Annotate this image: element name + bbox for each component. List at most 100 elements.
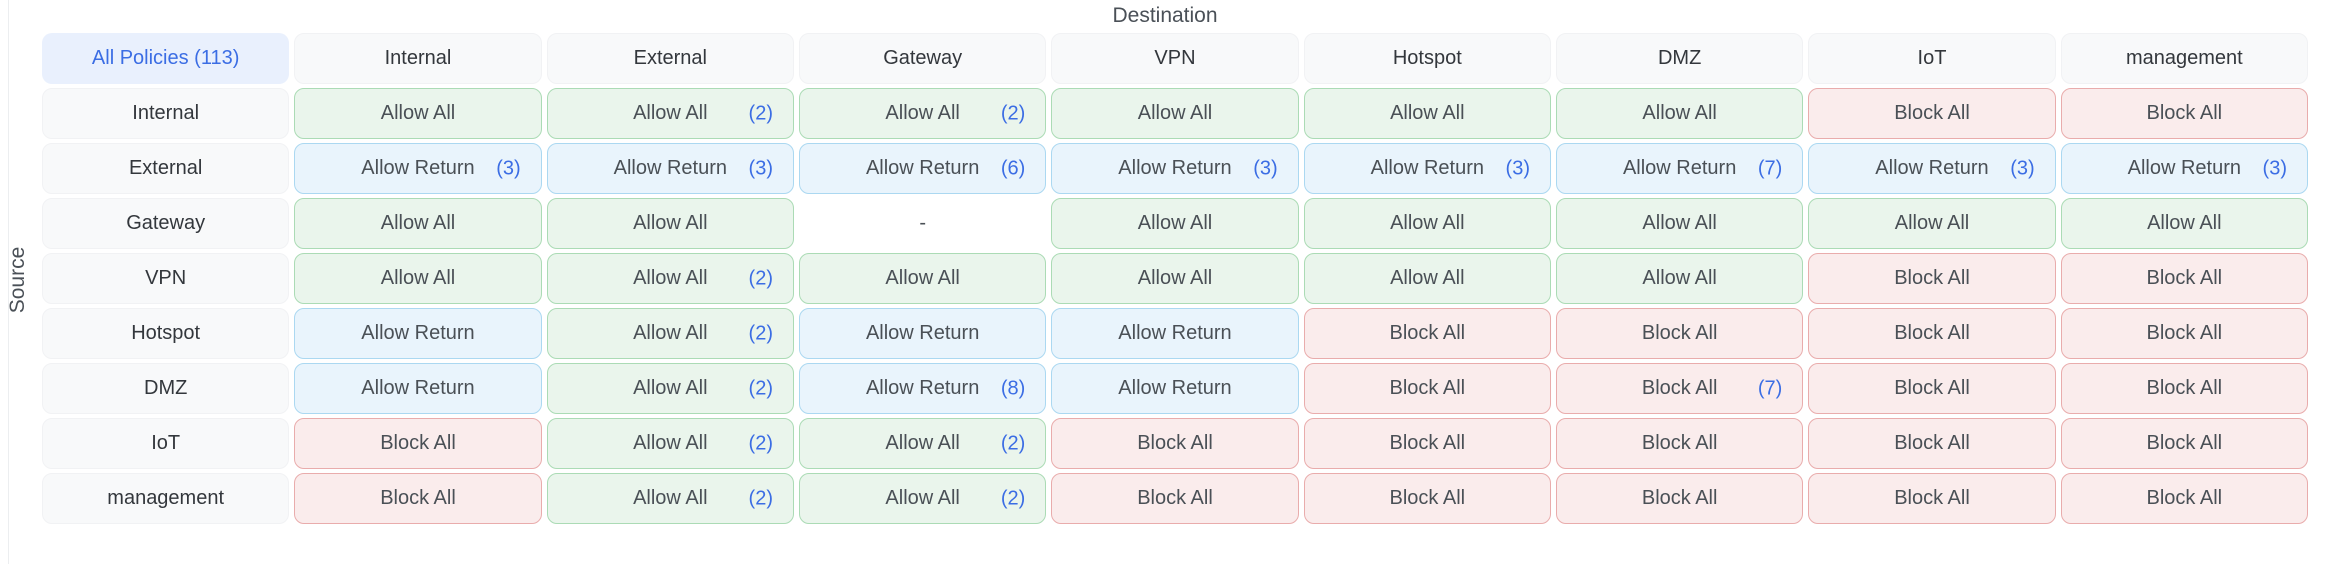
cell-dmz-to-external[interactable]: Allow All(2) — [546, 363, 794, 414]
cell-iot-to-management[interactable]: Block All — [2060, 418, 2308, 469]
cell-policy-label: Allow All — [633, 487, 708, 509]
cell-iot-to-vpn[interactable]: Block All — [1051, 418, 1299, 469]
cell-gateway-to-management[interactable]: Allow All — [2060, 198, 2308, 249]
cell-policy-label: Allow All — [633, 212, 708, 234]
cell-vpn-to-management[interactable]: Block All — [2060, 253, 2308, 304]
cell-external-to-gateway[interactable]: Allow Return(6) — [798, 143, 1047, 194]
cell-internal-to-dmz[interactable]: Allow All — [1555, 88, 1804, 139]
cell-policy-label: Allow All — [633, 322, 708, 344]
cell-policy-label: Allow All — [1642, 212, 1717, 234]
cell-vpn-to-external[interactable]: Allow All(2) — [546, 253, 794, 304]
cell-vpn-to-iot[interactable]: Block All — [1808, 253, 2056, 304]
cell-policy-label: Block All — [2146, 377, 2223, 399]
cell-external-to-iot[interactable]: Allow Return (3) — [1808, 143, 2056, 194]
cell-hotspot-to-iot[interactable]: Block All — [1808, 308, 2056, 359]
cell-dmz-to-vpn[interactable]: Allow Return — [1051, 363, 1299, 414]
cell-vpn-to-vpn[interactable]: Allow All — [1051, 253, 1299, 304]
cell-policy-label: Allow Return — [1118, 377, 1232, 399]
cell-policy-count: (6) — [1000, 157, 1026, 179]
cell-policy-label: Block All — [1894, 487, 1970, 509]
cell-iot-to-iot[interactable]: Block All — [1808, 418, 2056, 469]
cell-hotspot-to-internal[interactable]: Allow Return — [294, 308, 542, 359]
cell-policy-label: Allow Return — [361, 322, 475, 344]
cell-management-to-iot[interactable]: Block All — [1808, 473, 2056, 524]
cell-internal-to-gateway[interactable]: Allow All(2) — [798, 88, 1047, 139]
cell-gateway-to-vpn[interactable]: Allow All — [1051, 198, 1299, 249]
cell-external-to-internal[interactable]: Allow Return(3) — [294, 143, 542, 194]
cell-external-to-external[interactable]: Allow Return(3) — [546, 143, 794, 194]
cell-internal-to-management[interactable]: Block All — [2060, 88, 2308, 139]
cell-gateway-to-iot[interactable]: Allow All — [1808, 198, 2056, 249]
cell-policy-label: Block All — [1389, 322, 1466, 344]
cell-policy-count: (2) — [1000, 102, 1026, 124]
cell-gateway-to-hotspot[interactable]: Allow All — [1303, 198, 1551, 249]
cell-iot-to-external[interactable]: Allow All(2) — [546, 418, 794, 469]
cell-dmz-to-management[interactable]: Block All — [2060, 363, 2308, 414]
cell-internal-to-internal[interactable]: Allow All — [294, 88, 542, 139]
cell-gateway-to-internal[interactable]: Allow All — [294, 198, 542, 249]
cell-hotspot-to-gateway[interactable]: Allow Return — [798, 308, 1047, 359]
cell-management-to-external[interactable]: Allow All(2) — [546, 473, 794, 524]
cell-policy-label: Allow All — [1642, 267, 1717, 289]
cell-hotspot-to-vpn[interactable]: Allow Return — [1051, 308, 1299, 359]
cell-dmz-to-iot[interactable]: Block All — [1808, 363, 2056, 414]
cell-iot-to-gateway[interactable]: Allow All(2) — [798, 418, 1047, 469]
cell-policy-label: Allow Return — [1875, 157, 1989, 179]
row-header-dmz: DMZ — [42, 363, 290, 414]
cell-policy-label: Block All — [2146, 102, 2223, 124]
cell-gateway-to-external[interactable]: Allow All — [546, 198, 794, 249]
row-header-external: External — [42, 143, 290, 194]
cell-policy-label: Block All — [1894, 322, 1970, 344]
cell-iot-to-dmz[interactable]: Block All — [1555, 418, 1804, 469]
cell-policy-label: Allow All — [1137, 102, 1213, 124]
cell-policy-count: (3) — [2010, 157, 2035, 179]
cell-policy-label: Block All — [1641, 377, 1718, 399]
cell-policy-label: Allow All — [1894, 212, 1970, 234]
cell-internal-to-vpn[interactable]: Allow All — [1051, 88, 1299, 139]
cell-hotspot-to-external[interactable]: Allow All(2) — [546, 308, 794, 359]
row-header-gateway: Gateway — [42, 198, 290, 249]
cell-policy-count: (3) — [748, 157, 773, 179]
cell-internal-to-external[interactable]: Allow All(2) — [546, 88, 794, 139]
cell-hotspot-to-management[interactable]: Block All — [2060, 308, 2308, 359]
cell-policy-count: (8) — [1000, 377, 1026, 399]
cell-policy-label: Block All — [1137, 487, 1213, 509]
cell-policy-label: Block All — [1894, 432, 1970, 454]
cell-vpn-to-internal[interactable]: Allow All — [294, 253, 542, 304]
cell-management-to-management[interactable]: Block All — [2060, 473, 2308, 524]
all-policies-button[interactable]: All Policies (113) — [42, 33, 290, 84]
cell-internal-to-iot[interactable]: Block All — [1808, 88, 2056, 139]
col-header-gateway: Gateway — [798, 33, 1047, 84]
cell-hotspot-to-hotspot[interactable]: Block All — [1303, 308, 1551, 359]
cell-iot-to-internal[interactable]: Block All — [294, 418, 542, 469]
cell-external-to-dmz[interactable]: Allow Return(7) — [1555, 143, 1804, 194]
cell-dmz-to-gateway[interactable]: Allow Return(8) — [798, 363, 1047, 414]
cell-vpn-to-dmz[interactable]: Allow All — [1555, 253, 1804, 304]
cell-policy-label: Allow Return — [1622, 157, 1737, 179]
cell-external-to-vpn[interactable]: Allow Return(3) — [1051, 143, 1299, 194]
cell-management-to-dmz[interactable]: Block All — [1555, 473, 1804, 524]
cell-iot-to-hotspot[interactable]: Block All — [1303, 418, 1551, 469]
cell-policy-label: Allow Return — [361, 377, 475, 399]
cell-external-to-management[interactable]: Allow Return(3) — [2060, 143, 2308, 194]
row-header-management: management — [42, 473, 290, 524]
cell-vpn-to-hotspot[interactable]: Allow All — [1303, 253, 1551, 304]
cell-policy-label: Allow All — [1137, 267, 1213, 289]
cell-dmz-to-hotspot[interactable]: Block All — [1303, 363, 1551, 414]
cell-policy-label: Allow Return — [865, 322, 980, 344]
cell-internal-to-hotspot[interactable]: Allow All — [1303, 88, 1551, 139]
cell-vpn-to-gateway[interactable]: Allow All — [798, 253, 1047, 304]
cell-dmz-to-dmz[interactable]: Block All(7) — [1555, 363, 1804, 414]
row-header-iot: IoT — [42, 418, 290, 469]
cell-management-to-hotspot[interactable]: Block All — [1303, 473, 1551, 524]
cell-policy-label: Block All — [380, 487, 456, 509]
cell-management-to-gateway[interactable]: Allow All(2) — [798, 473, 1047, 524]
cell-management-to-vpn[interactable]: Block All — [1051, 473, 1299, 524]
cell-dmz-to-internal[interactable]: Allow Return — [294, 363, 542, 414]
cell-gateway-to-dmz[interactable]: Allow All — [1555, 198, 1804, 249]
cell-hotspot-to-dmz[interactable]: Block All — [1555, 308, 1804, 359]
cell-management-to-internal[interactable]: Block All — [294, 473, 542, 524]
cell-policy-label: Block All — [1641, 487, 1718, 509]
cell-external-to-hotspot[interactable]: Allow Return(3) — [1303, 143, 1551, 194]
